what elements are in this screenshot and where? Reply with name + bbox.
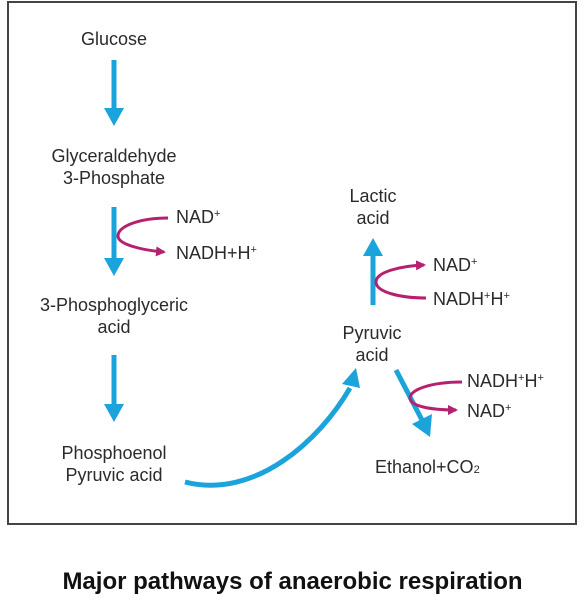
g3p-label-line1: Glyceraldehyde [51,146,177,166]
glucose-label: Glucose [80,29,148,49]
ethanol-cofactor-in: NADH+H+ [467,370,544,392]
step2-cofactor-out: NADH+H+ [176,242,257,264]
ethanol-cofactor-out-charge: + [505,402,512,414]
node-pyruvic: Pyruvic acid [322,322,422,366]
pga-label-line2: acid [97,317,131,337]
lactic-cofactor-in-charge: + [484,290,491,302]
lactic-cofactor-in-text-a: NADH [433,289,485,309]
pyruvic-to-ethanol-arrow [393,368,432,437]
pyruvic-label-line1: Pyruvic [342,323,402,343]
ethanol-cofactor-out-text: NAD [467,401,506,421]
node-ethanol: Ethanol+CO2 [375,456,480,478]
node-pga: 3-Phosphoglyceric acid [10,294,218,338]
lactic-cofactor-out-text: NAD [433,255,472,275]
ethanol-cofactor-out: NAD+ [467,400,511,422]
figure-caption: Major pathways of anaerobic respiration [62,568,523,595]
pga-label-line1: 3-Phosphoglyceric [39,295,189,315]
lactic-label-line1: Lactic [349,186,397,206]
glucose-to-g3p-arrow [104,60,124,126]
node-g3p: Glyceraldehyde 3-Phosphate [20,145,208,189]
pyruvic-to-lactic-arrow [363,238,383,305]
step2-cofactor-in: NAD+ [176,206,220,228]
pga-to-pep-arrow [104,355,124,422]
step2-cofactor-arrow [116,216,169,257]
ethanol-cofactor-arrow [408,380,463,415]
diagram-border [7,1,577,525]
lactic-cofactor-arrow [374,260,427,300]
g3p-to-pga-arrow [104,207,124,276]
ethanol-cofactor-in-text-b: H [524,371,538,391]
node-glucose: Glucose [40,28,188,50]
lactic-cofactor-in: NADH+H+ [433,288,510,310]
ethanol-cofactor-in-text-a: NADH [467,371,519,391]
lactic-cofactor-in-text-b: H [490,289,504,309]
step2-cofactor-out-text: NADH+H [176,243,251,263]
step2-cofactor-in-text: NAD [176,207,215,227]
node-pep: Phosphoenol Pyruvic acid [30,442,198,486]
ethanol-subscript: 2 [473,464,480,476]
step2-cofactor-out-charge: + [250,244,257,256]
ethanol-label: Ethanol+CO [375,457,474,477]
lactic-cofactor-out-charge: + [471,256,478,268]
pep-to-pyruvic-arrow [184,368,360,488]
node-lactic: Lactic acid [333,185,413,229]
lactic-cofactor-out: NAD+ [433,254,477,276]
lactic-cofactor-in-charge-2: + [503,290,510,302]
ethanol-cofactor-in-charge-2: + [537,372,544,384]
ethanol-cofactor-in-charge: + [518,372,525,384]
lactic-label-line2: acid [356,208,390,228]
pyruvic-label-line2: acid [355,345,389,365]
pep-label-line1: Phosphoenol [61,443,167,463]
g3p-label-line2: 3-Phosphate [62,168,166,188]
step2-cofactor-in-charge: + [214,208,221,220]
pep-label-line2: Pyruvic acid [65,465,163,485]
